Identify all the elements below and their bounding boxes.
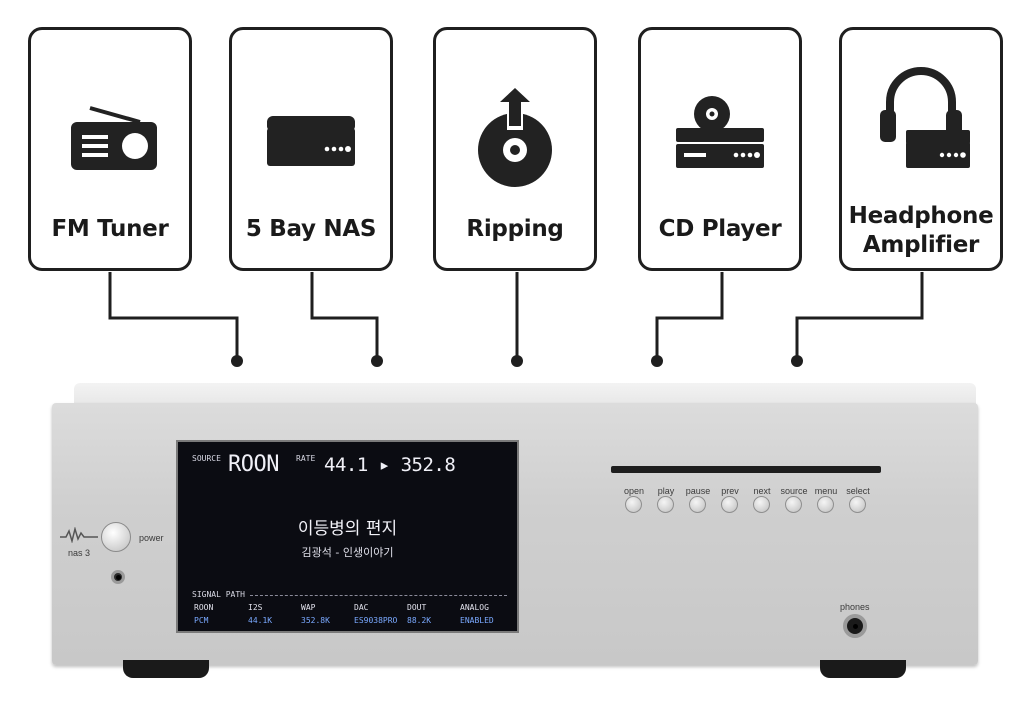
feature-label: 5 Bay NAS [245, 216, 377, 242]
signal-head: ANALOG [460, 603, 489, 612]
rate-value: 44.1 ▸ 352.8 [324, 454, 456, 476]
signal-value: ENABLED [460, 616, 494, 625]
menu-label: menu [814, 486, 838, 496]
feature-label: Headphone [848, 203, 994, 229]
signal-value: 88.2K [407, 616, 432, 625]
lcd-display: SOURCE ROON RATE 44.1 ▸ 352.8 이등병의 편지 김광… [176, 440, 519, 633]
next-button[interactable] [753, 496, 770, 513]
nas-icon [232, 84, 390, 194]
signal-value: 352.8K [301, 616, 330, 625]
radio-icon [31, 84, 189, 194]
signal-head: ROON [194, 603, 214, 612]
cd-slot[interactable] [611, 466, 881, 473]
rate-label: RATE [296, 454, 316, 463]
model-label: nas 3 [68, 548, 91, 558]
feature-label-line2: Amplifier [862, 232, 980, 258]
menu-button[interactable] [817, 496, 834, 513]
device-foot-left [123, 660, 209, 678]
source-label-btn: source [780, 486, 808, 496]
feature-headphone-amplifier: Headphone Amplifier [839, 27, 1003, 271]
play-label: play [657, 486, 675, 496]
signal-head: I2S [248, 603, 263, 612]
pause-button[interactable] [689, 496, 706, 513]
feature-nas: 5 Bay NAS [229, 27, 393, 271]
source-button[interactable] [785, 496, 802, 513]
device-foot-right [820, 660, 906, 678]
signal-path-label: SIGNAL PATH [192, 590, 245, 599]
feature-label: CD Player [658, 216, 782, 242]
next-label: next [753, 486, 771, 496]
signal-head: DOUT [407, 603, 427, 612]
feature-label: Ripping [466, 216, 564, 242]
open-label: open [623, 486, 645, 496]
cd-player-icon [641, 84, 799, 194]
disc-rip-icon [436, 84, 594, 194]
feature-label: FM Tuner [51, 216, 169, 242]
play-button[interactable] [657, 496, 674, 513]
select-label: select [846, 486, 870, 496]
pause-label: pause [685, 486, 711, 496]
power-label: power [139, 533, 164, 543]
phones-label: phones [840, 602, 870, 612]
signal-head: WAP [301, 603, 316, 612]
signal-value: PCM [194, 616, 209, 625]
feature-ripping: Ripping [433, 27, 597, 271]
headphone-amp-icon [842, 54, 1000, 168]
signal-path-divider [250, 595, 507, 596]
source-value: ROON [228, 452, 279, 477]
aux-jack[interactable] [111, 570, 125, 584]
power-button[interactable] [101, 522, 131, 552]
signal-head: DAC [354, 603, 369, 612]
prev-button[interactable] [721, 496, 738, 513]
select-button[interactable] [849, 496, 866, 513]
song-title: 이등병의 편지 [297, 519, 398, 539]
prev-label: prev [721, 486, 739, 496]
signal-value: 44.1K [248, 616, 273, 625]
feature-cd-player: CD Player [638, 27, 802, 271]
open-button[interactable] [625, 496, 642, 513]
phones-jack[interactable] [843, 614, 867, 638]
signal-value: ES9038PRO [354, 616, 398, 625]
artist-album: 김광석 - 인생이야기 [301, 546, 394, 559]
source-label: SOURCE [192, 454, 221, 463]
brand-logo-icon [60, 527, 98, 543]
feature-fm-tuner: FM Tuner [28, 27, 192, 271]
